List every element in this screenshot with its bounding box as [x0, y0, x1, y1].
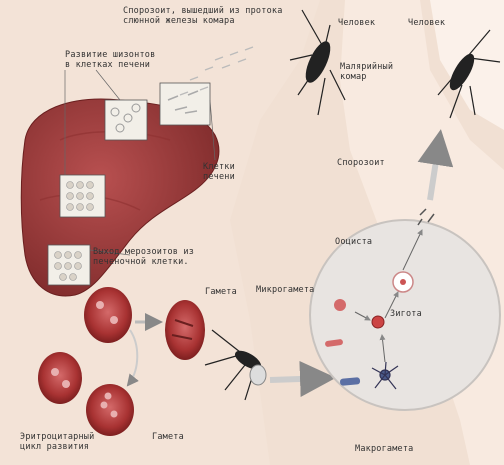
label-liver-cells-line2: печени [203, 172, 235, 182]
label-liver-cells-line1: Клетки [203, 162, 235, 172]
label-merozoite-exit-line1: Выход мерозоитов из [93, 247, 194, 257]
label-gamete-top: Гамета [205, 287, 237, 297]
label-human-right: Человек [408, 18, 445, 28]
label-merozoite-exit: Выход мерозоитов из печеночной клетки. [93, 247, 194, 267]
liver-cell-box-3 [60, 175, 105, 217]
liver-cell-box-1 [105, 100, 147, 140]
label-zygote: Зигота [390, 309, 422, 319]
label-sporozoite-gland-line2: слюнной железы комара [123, 16, 283, 26]
liver-cell-box-4 [48, 245, 90, 285]
label-oocyst: Ооциста [335, 237, 372, 247]
label-erythrocyte-cycle: Эритроцитарный цикл развития [20, 432, 94, 452]
label-erythrocyte-cycle-line2: цикл развития [20, 442, 94, 452]
label-malaria-mosquito-line2: комар [340, 72, 393, 82]
label-schizont-development-line2: в клетках печени [65, 60, 155, 70]
label-gamete-bottom: Гамета [152, 432, 184, 442]
label-macrogamete: Макрогамета [355, 444, 414, 454]
label-schizont-development-line1: Развитие шизонтов [65, 50, 155, 60]
label-sporozoite-gland: Спорозоит, вышедший из протока слюнной ж… [123, 6, 283, 26]
label-liver-cells: Клетки печени [203, 162, 235, 182]
label-sporozoite: Спорозоит [337, 158, 385, 168]
label-human-left: Человек [338, 18, 375, 28]
label-malaria-mosquito-line1: Малярийный [340, 62, 393, 72]
label-microgamete: Микрогамета [256, 285, 315, 295]
label-sporozoite-gland-line1: Спорозоит, вышедший из протока [123, 6, 283, 16]
label-schizont-development: Развитие шизонтов в клетках печени [65, 50, 155, 70]
label-merozoite-exit-line2: печеночной клетки. [93, 257, 194, 267]
label-malaria-mosquito: Малярийный комар [340, 62, 393, 82]
label-erythrocyte-cycle-line1: Эритроцитарный [20, 432, 94, 442]
